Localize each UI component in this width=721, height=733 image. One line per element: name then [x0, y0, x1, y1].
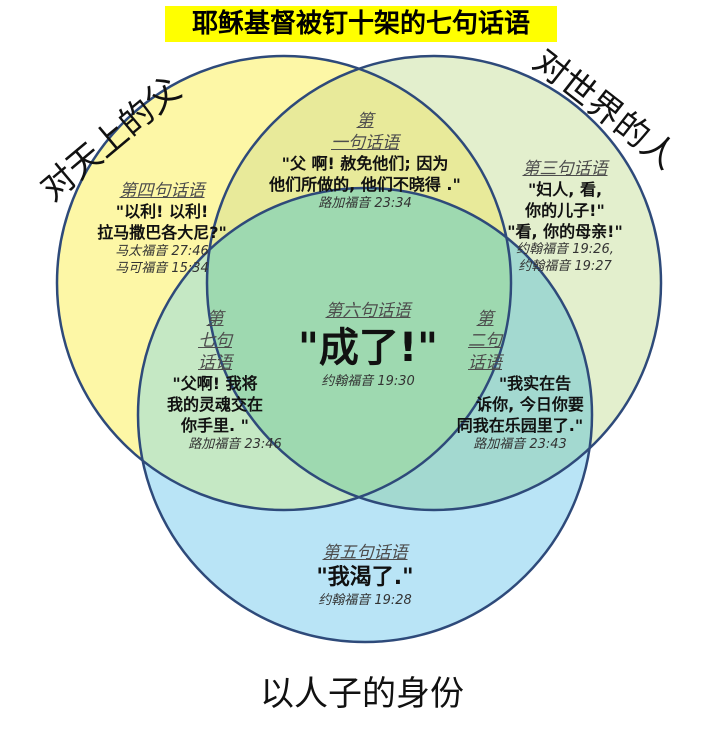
first-word-ref: 路加福音 23:34 [318, 195, 412, 211]
first-word: 第 一句话语 "父 啊! 赦免他们; 因为 他们所做的, 他们不晓得 ." 路加… [240, 110, 490, 213]
seventh-word-label-1: 第 [206, 309, 224, 329]
fourth-word: 第四句话语 "以利! 以利! 拉马撒巴各大尼?" 马太福音 27:46 马可福音… [72, 180, 252, 277]
overlap-center [207, 188, 511, 510]
fourth-word-ref-2: 马可福音 15:34 [115, 260, 209, 276]
fourth-word-ref-1: 马太福音 27:46 [115, 243, 209, 259]
sixth-word-ref: 约翰福音 19:30 [321, 374, 415, 390]
fourth-word-label: 第四句话语 [119, 181, 205, 201]
first-word-label-2: 一句话语 [331, 133, 399, 154]
third-word-label: 第三句话语 [522, 159, 608, 179]
fifth-word: 第五句话语 "我渴了." 约翰福音 19:28 [265, 542, 465, 610]
seventh-word-quote-1: "父啊! 我将 [172, 374, 258, 394]
sixth-word-label: 第六句话语 [325, 301, 411, 321]
second-word-ref: 路加福音 23:43 [473, 436, 567, 452]
fifth-word-label: 第五句话语 [322, 543, 408, 563]
second-word-quote-1: "我实在告 [498, 374, 572, 394]
fourth-word-quote-2: 拉马撒巴各大尼?" [97, 222, 227, 242]
second-word-label-3: 话语 [468, 353, 502, 374]
second-word-quote-2: 诉你, 今日你要 [476, 395, 584, 415]
third-word-quote-3: "看, 你的母亲!" [507, 221, 623, 241]
seventh-word-label-2: 七句 [198, 331, 232, 352]
seventh-word: 第 七句 话语 "父啊! 我将 我的灵魂交在 你手里. " 路加福音 23:46 [140, 308, 290, 454]
third-word-ref-2: 约翰福音 19:27 [518, 259, 612, 275]
second-word-label-1: 第 [476, 309, 494, 329]
group-label-son-of-man: 以人子的身份 [260, 674, 464, 714]
seventh-word-quote-2: 我的灵魂交在 [166, 395, 263, 415]
fourth-word-quote-1: "以利! 以利! [115, 202, 209, 222]
seventh-word-quote-3: 你手里. " [181, 415, 249, 435]
page-title: 耶稣基督被钉十架的七句话语 [165, 6, 557, 42]
first-word-label-1: 第 [356, 111, 374, 131]
third-word: 第三句话语 "妇人, 看, 你的儿子!" "看, 你的母亲!" 约翰福音 19:… [475, 158, 655, 276]
sixth-word: 第六句话语 "成了!" 约翰福音 19:30 [268, 300, 468, 391]
third-word-quote-1: "妇人, 看, [527, 180, 603, 200]
third-word-ref-1: 约翰福音 19:26, [516, 242, 614, 258]
fifth-word-ref: 约翰福音 19:28 [318, 592, 412, 608]
seventh-word-ref: 路加福音 23:46 [188, 436, 282, 452]
sixth-word-quote: "成了!" [298, 325, 438, 372]
circle-world-outline [205, 54, 663, 512]
second-word-quote-3: 同我在乐园里了." [456, 415, 584, 435]
first-word-quote-2: 他们所做的, 他们不晓得 ." [269, 174, 461, 194]
circle-son-outline [136, 186, 594, 644]
circle-father-outline [55, 54, 513, 512]
first-word-quote-1: "父 啊! 赦免他们; 因为 [281, 154, 449, 174]
fifth-word-quote: "我渴了." [316, 565, 414, 591]
third-word-quote-2: 你的儿子!" [525, 200, 605, 220]
second-word-label-2: 二句 [468, 331, 502, 352]
seventh-word-label-3: 话语 [198, 353, 232, 374]
second-word: 第 二句 话语 "我实在告 诉你, 今日你要 同我在乐园里了." 路加福音 23… [430, 308, 610, 454]
